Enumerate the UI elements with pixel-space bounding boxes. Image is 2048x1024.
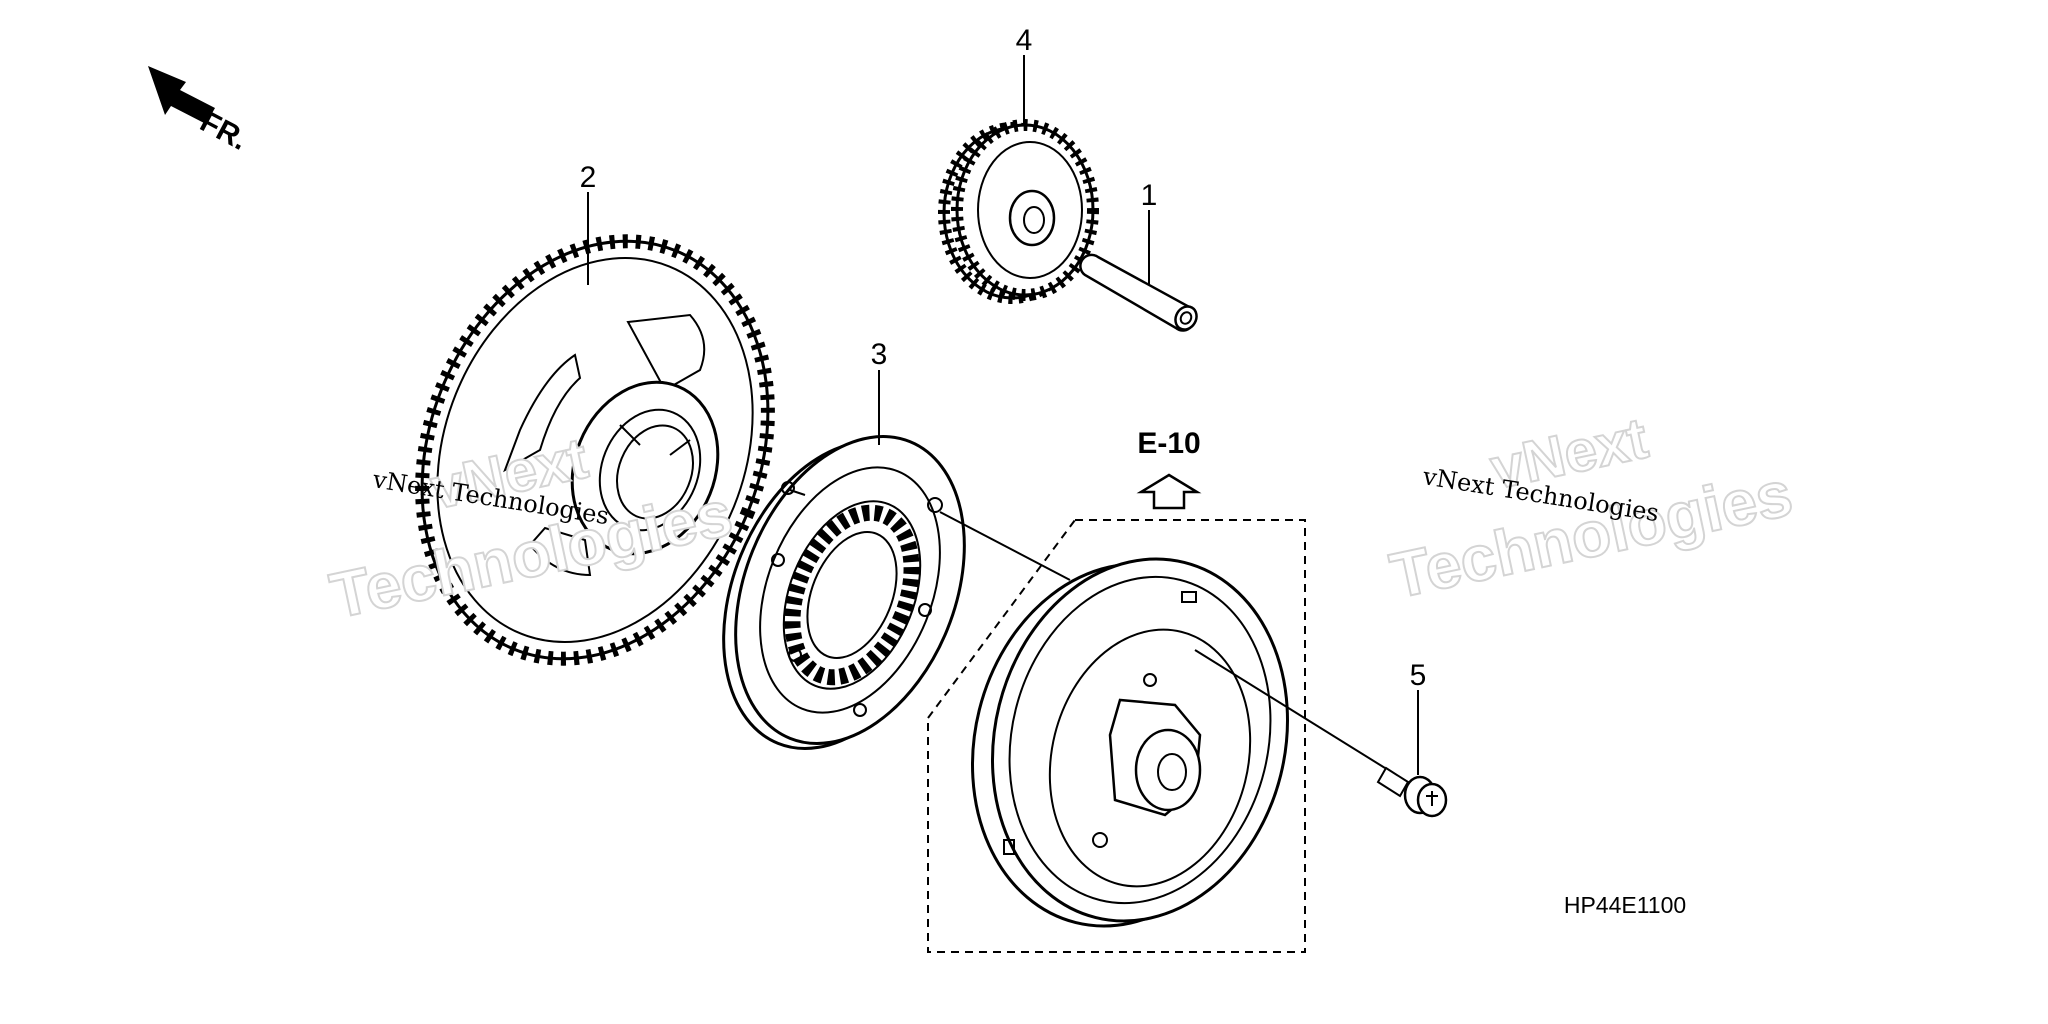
part-3-starter-clutch xyxy=(722,435,966,750)
part-1-idle-shaft xyxy=(1079,253,1198,332)
part-5-flange-bolt xyxy=(1376,766,1448,818)
callout-5: 5 xyxy=(1410,659,1427,692)
front-arrow-icon xyxy=(148,66,215,124)
callout-3: 3 xyxy=(871,338,888,371)
watermark-left-line1: vNext xyxy=(425,426,593,522)
assembly-axis-lines xyxy=(939,511,1386,769)
callout-2: 2 xyxy=(580,161,597,194)
part-2-driven-gear xyxy=(415,234,775,666)
reference-label: E-10 xyxy=(1137,427,1200,460)
reference-assembly-box xyxy=(927,519,1306,953)
callout-leaders xyxy=(587,55,1419,775)
callout-1: 1 xyxy=(1141,179,1158,212)
up-arrow-icon xyxy=(1136,473,1202,510)
part-4-idle-gear xyxy=(938,119,1099,304)
flywheel-assembly xyxy=(971,557,1289,928)
diagram-code: HP44E1100 xyxy=(1564,892,1686,918)
callout-4: 4 xyxy=(1016,24,1033,57)
